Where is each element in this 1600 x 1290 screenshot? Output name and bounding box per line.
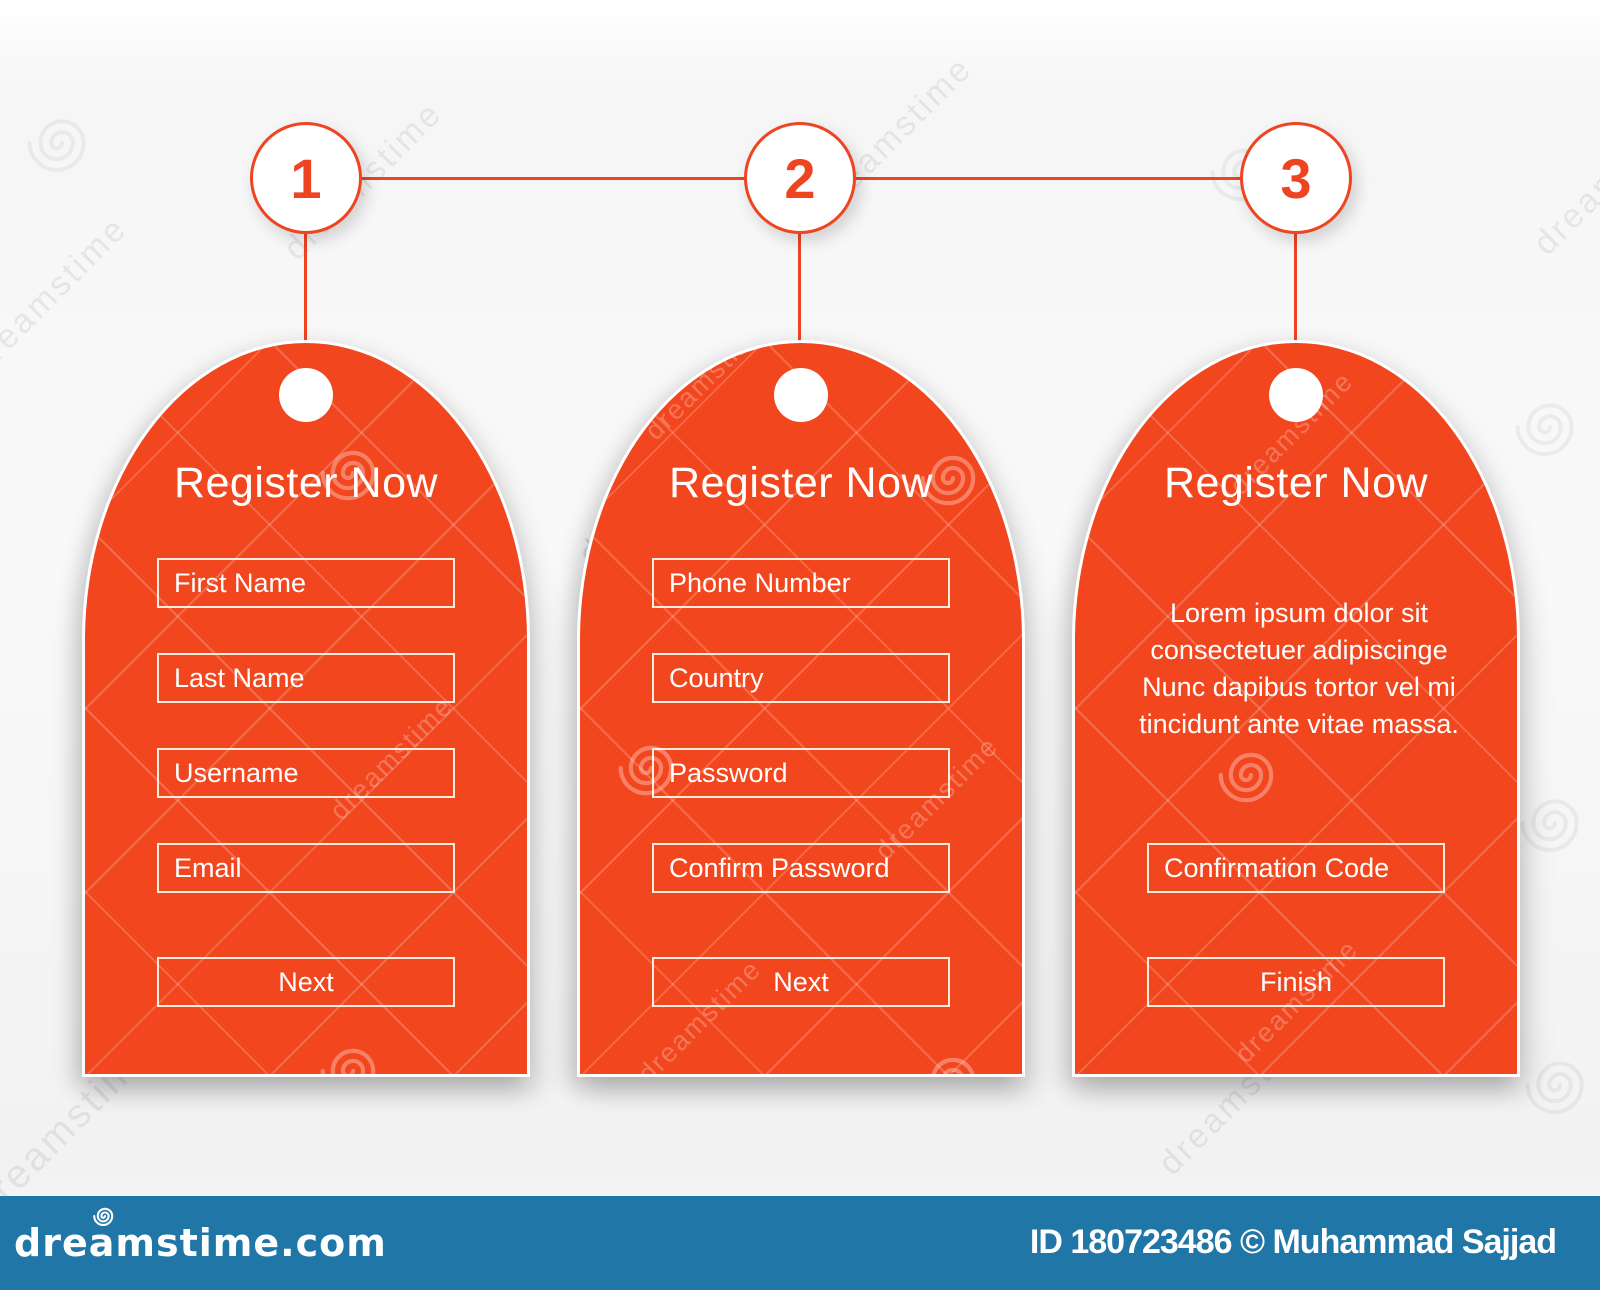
confirmation-code-field[interactable]: Confirmation Code (1147, 843, 1445, 893)
spiral-watermark-icon (911, 1038, 995, 1077)
connector-line-1-2 (360, 177, 746, 180)
spiral-watermark-icon (311, 431, 395, 515)
email-field[interactable]: Email (157, 843, 455, 893)
password-field[interactable]: Password (652, 748, 950, 798)
tag-hole (1269, 368, 1323, 422)
spiral-watermark-icon (1505, 382, 1595, 472)
register-card-step1: Register Now First Name Last Name Userna… (82, 340, 530, 1077)
spiral-watermark-icon (1515, 1040, 1600, 1130)
dreamstime-logo: dreamstime.com (14, 1221, 387, 1265)
register-card-step3: Register Now Lorem ipsum dolor sit conse… (1072, 340, 1520, 1077)
confirmation-instructions: Lorem ipsum dolor sit consectetuer adipi… (1099, 595, 1499, 743)
last-name-field[interactable]: Last Name (157, 653, 455, 703)
step-1-indicator: 1 (250, 122, 362, 234)
next-button-step1[interactable]: Next (157, 957, 455, 1007)
spiral-watermark-icon (1209, 733, 1293, 817)
instruction-line: Lorem ipsum dolor sit (1169, 598, 1429, 628)
finish-button[interactable]: Finish (1147, 957, 1445, 1007)
step-1-number: 1 (290, 146, 322, 210)
tag-hole (774, 368, 828, 422)
instruction-line: consectetuer adipiscinge (1150, 635, 1448, 665)
register-card-step2: Register Now Phone Number Country Passwo… (577, 340, 1025, 1077)
spiral-watermark-icon (609, 726, 693, 810)
dreamstime-watermark-text: dreamstime (639, 340, 775, 446)
spiral-watermark-icon (17, 98, 107, 188)
connector-line-step1-card (304, 228, 307, 346)
spiral-watermark-icon (311, 1029, 395, 1077)
spiral-watermark-icon (1510, 778, 1600, 868)
next-button-step2[interactable]: Next (652, 957, 950, 1007)
card-title: Register Now (1163, 459, 1429, 507)
image-credit: ID 180723486 © Muhammad Sajjad (1029, 1223, 1557, 1261)
phone-number-field[interactable]: Phone Number (652, 558, 950, 608)
first-name-field[interactable]: First Name (157, 558, 455, 608)
instruction-line: tincidunt ante vitae massa. (1139, 709, 1459, 739)
card-title: Register Now (173, 459, 439, 507)
dreamstime-watermark-text: dreamstime (1526, 88, 1600, 263)
connector-line-2-3 (854, 177, 1242, 180)
connector-line-step3-card (1294, 228, 1297, 346)
step-2-indicator: 2 (744, 122, 856, 234)
tag-hole (279, 368, 333, 422)
step-3-number: 3 (1280, 146, 1312, 210)
spiral-watermark-icon (911, 436, 995, 520)
connector-line-step2-card (798, 228, 801, 346)
confirm-password-field[interactable]: Confirm Password (652, 843, 950, 893)
card-title: Register Now (668, 459, 934, 507)
username-field[interactable]: Username (157, 748, 455, 798)
country-field[interactable]: Country (652, 653, 950, 703)
dreamstime-watermark-text: dreamstime (0, 208, 135, 383)
step-3-indicator: 3 (1240, 122, 1352, 234)
watermark-bar: dreamstime.com ID 180723486 © Muhammad S… (0, 1196, 1600, 1290)
instruction-line: Nunc dapibus tortor vel mi (1142, 672, 1456, 702)
step-2-number: 2 (784, 146, 816, 210)
